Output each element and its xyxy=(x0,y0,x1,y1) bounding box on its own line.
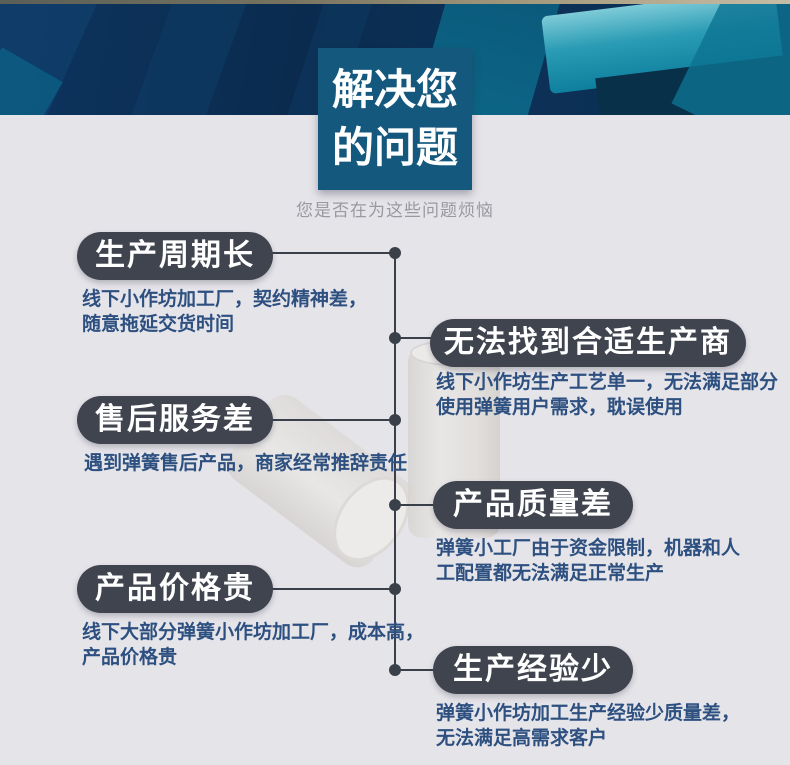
connector-dot xyxy=(389,414,401,426)
problem-desc-production-cycle: 线下小作坊加工厂，契约精神差， 随意拖延交货时间 xyxy=(82,289,368,335)
connector-dot xyxy=(389,332,401,344)
connector-dot xyxy=(389,583,401,595)
subtitle: 您是否在为这些问题烦恼 xyxy=(296,201,494,220)
header-top-strip xyxy=(0,0,790,4)
problem-pill-production-cycle: 生产周期长 xyxy=(77,232,273,280)
title-line-2: 的问题 xyxy=(331,124,458,171)
problem-pill-experience: 生产经验少 xyxy=(433,646,633,694)
problem-desc-quality: 弹簧小工厂由于资金限制，机器和人 工配置都无法满足正常生产 xyxy=(436,538,741,584)
title-line-1: 解决您 xyxy=(331,66,458,113)
title-box: 解决您 的问题 xyxy=(318,48,472,190)
problem-pill-quality: 产品质量差 xyxy=(433,481,633,529)
problem-desc-experience: 弹簧小作坊加工生产经验少质量差， 无法满足高需求客户 xyxy=(436,703,741,749)
problem-desc-no-manufacturer: 线下小作坊生产工艺单一，无法满足部分 使用弹簧用户需求，耽误使用 xyxy=(436,372,779,418)
connector-dot xyxy=(389,664,401,676)
problem-desc-after-sales: 遇到弹簧售后产品，商家经常推辞责任 xyxy=(84,453,408,474)
problem-pill-after-sales: 售后服务差 xyxy=(77,396,273,444)
problem-pill-no-manufacturer: 无法找到合适生产商 xyxy=(430,319,746,367)
problem-pill-price: 产品价格贵 xyxy=(77,565,273,613)
connector-dot xyxy=(389,247,401,259)
connector-dot xyxy=(389,499,401,511)
problem-desc-price: 线下大部分弹簧小作坊加工厂，成本高， 产品价格贵 xyxy=(82,622,425,668)
